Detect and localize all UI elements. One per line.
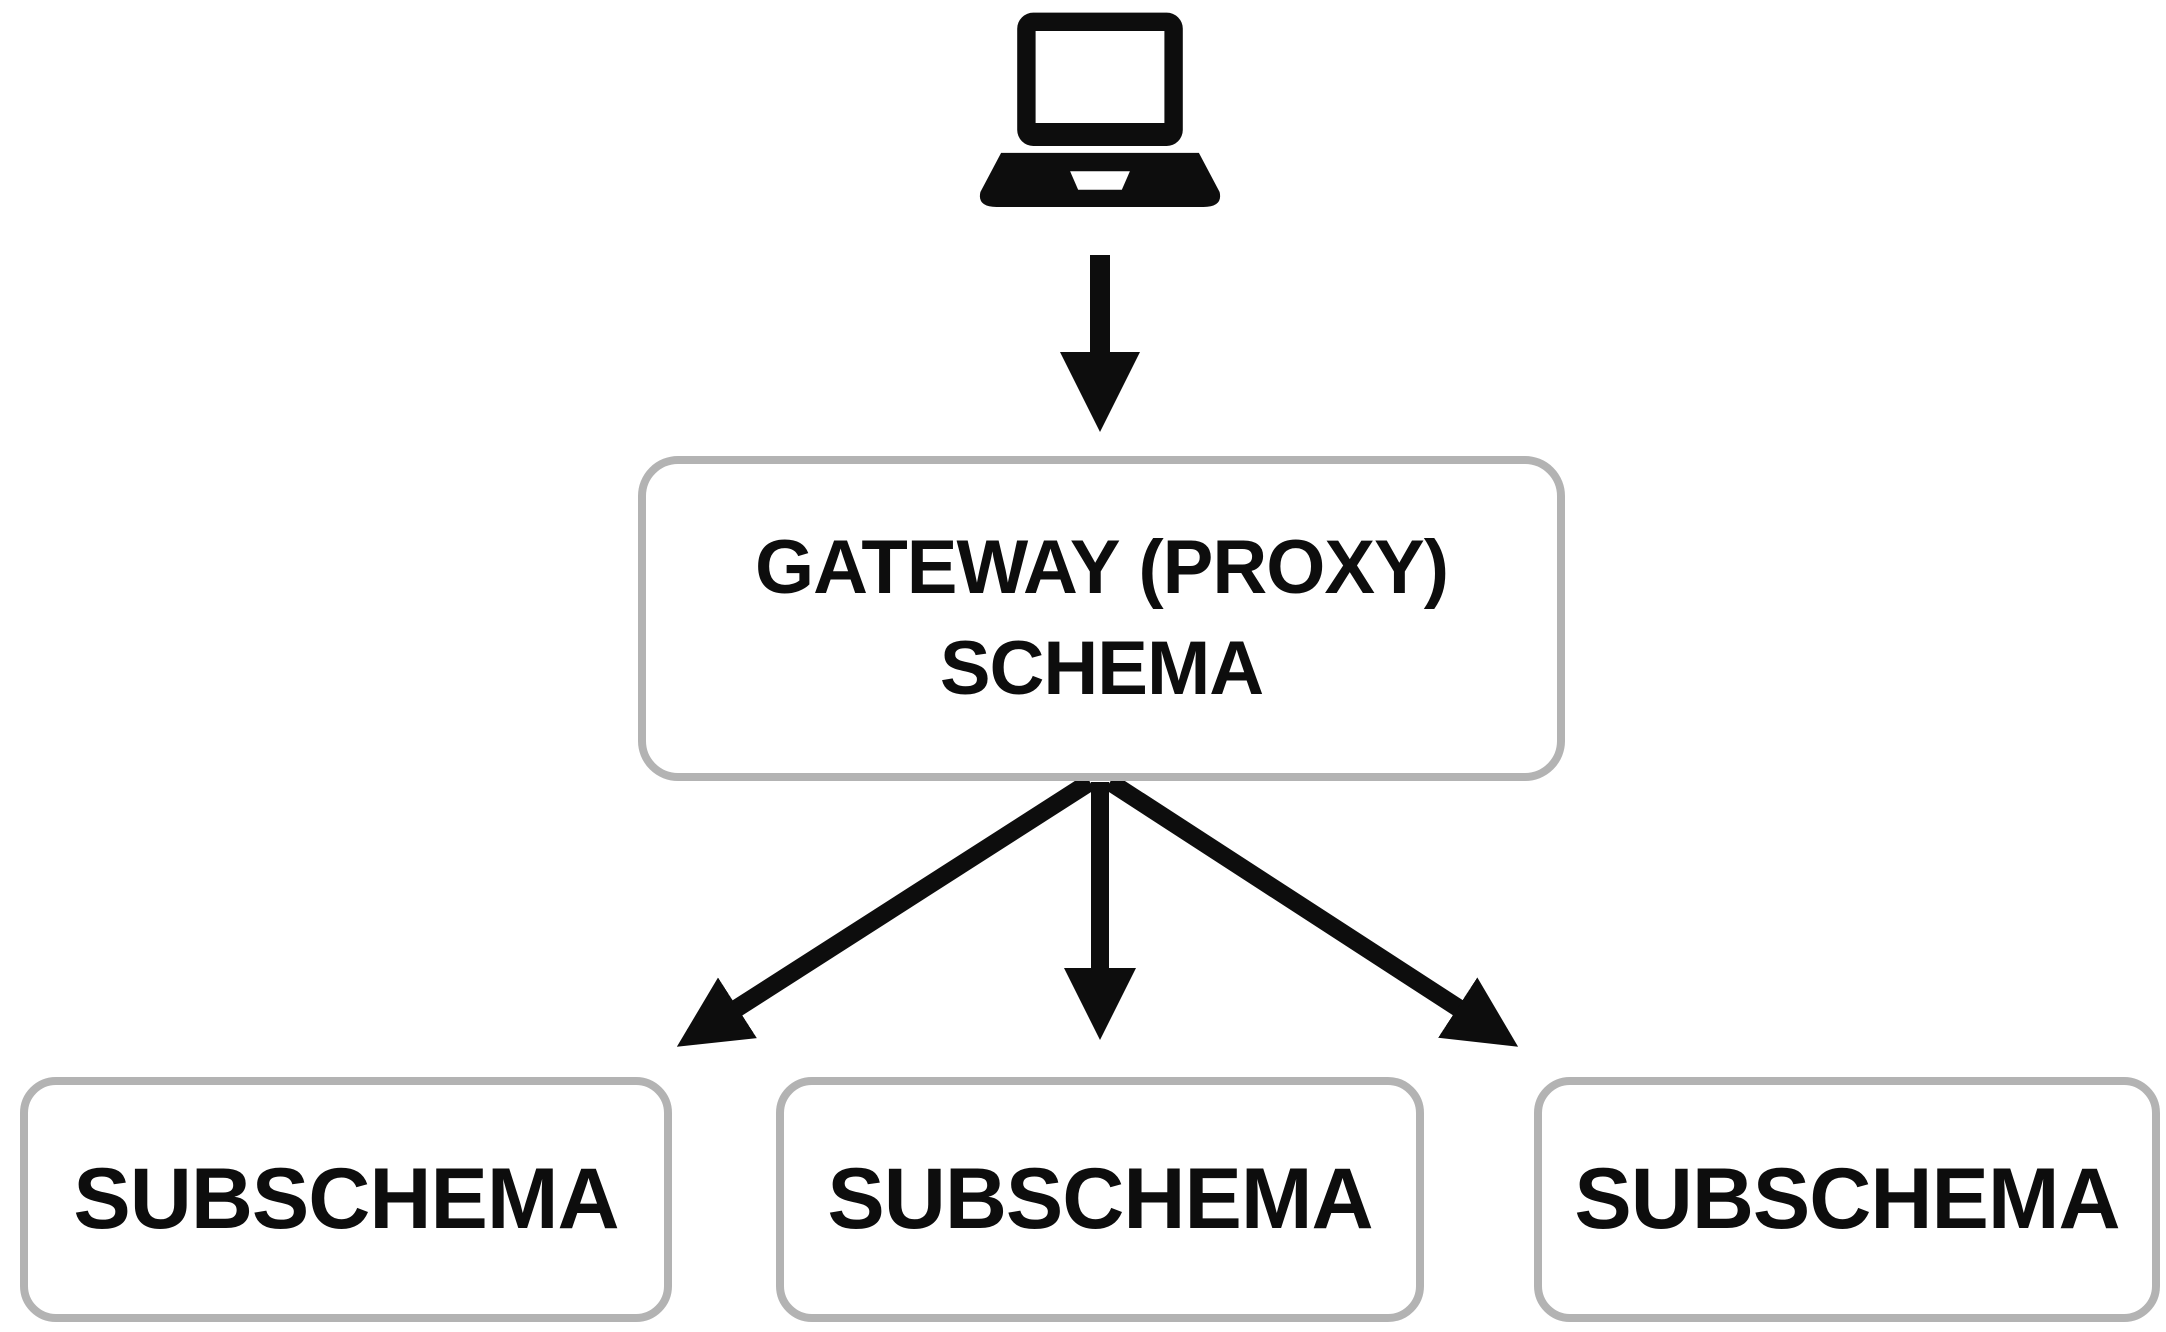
gateway-schema-node: GATEWAY (PROXY) SCHEMA xyxy=(638,456,1565,781)
subschema-node-3: SUBSCHEMA xyxy=(1534,1077,2160,1322)
arrow-gateway-to-subschema-3 xyxy=(1105,774,1519,1047)
gateway-label-line1: GATEWAY (PROXY) xyxy=(754,525,1449,611)
subschema-label-2: SUBSCHEMA xyxy=(827,1150,1373,1247)
subschema-node-2: SUBSCHEMA xyxy=(776,1077,1424,1322)
arrow-gateway-to-subschema-1 xyxy=(676,774,1095,1047)
subschema-node-1: SUBSCHEMA xyxy=(20,1077,672,1322)
gateway-label-line2: SCHEMA xyxy=(939,625,1264,711)
subschema-label-3: SUBSCHEMA xyxy=(1574,1150,2120,1247)
laptop-icon xyxy=(960,8,1240,238)
subschema-label-1: SUBSCHEMA xyxy=(73,1150,619,1247)
gateway-schema-label: GATEWAY (PROXY) SCHEMA xyxy=(754,518,1449,719)
